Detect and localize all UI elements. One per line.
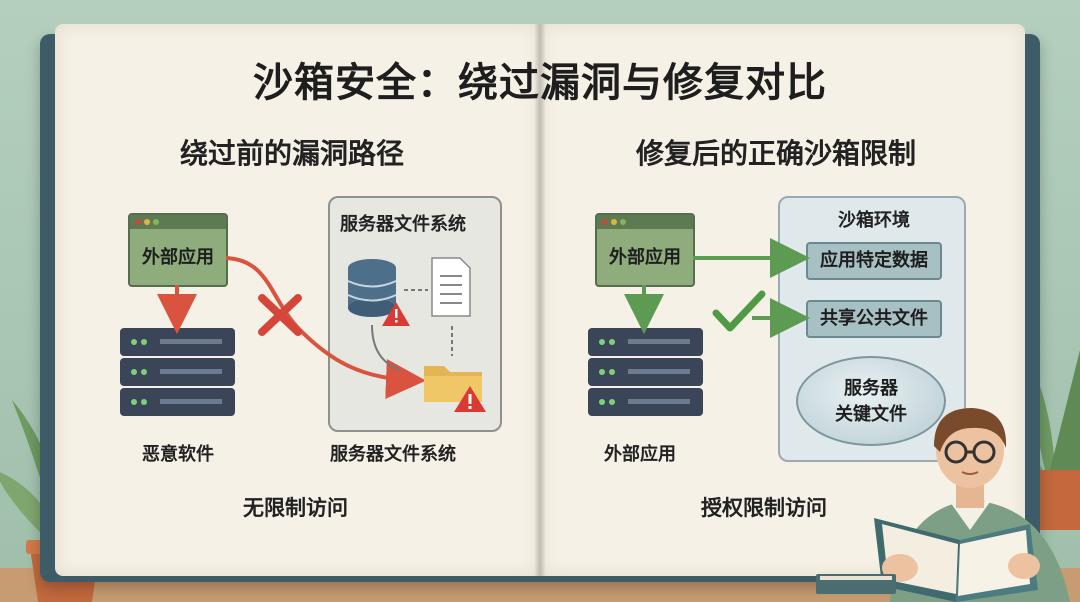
left-server-label: 恶意软件 xyxy=(142,444,214,465)
right-caption: 授权限制访问 xyxy=(701,496,827,520)
check-icon xyxy=(712,290,766,332)
app-specific-data-box: 应用特定数据 xyxy=(806,242,942,280)
right-app-label: 外部应用 xyxy=(609,247,681,268)
warning-icon xyxy=(454,386,486,412)
page-title: 沙箱安全：绕过漏洞与修复对比 xyxy=(253,60,827,106)
book-spine xyxy=(534,24,546,576)
right-server-label: 外部应用 xyxy=(604,444,676,465)
right-subtitle: 修复后的正确沙箱限制 xyxy=(636,137,917,170)
left-subtitle: 绕过前的漏洞路径 xyxy=(180,137,405,170)
ellipse-line1: 服务器 xyxy=(844,378,898,399)
sandbox-panel-title: 沙箱环境 xyxy=(838,210,910,231)
left-app-label: 外部应用 xyxy=(142,247,214,268)
database-icon xyxy=(347,259,397,317)
cross-icon xyxy=(258,294,302,336)
left-external-app-window: 外部应用 xyxy=(128,213,228,287)
left-panel-footer: 服务器文件系统 xyxy=(330,444,456,465)
right-server-icon xyxy=(588,328,703,416)
left-panel-title: 服务器文件系统 xyxy=(340,214,466,235)
left-caption: 无限制访问 xyxy=(243,496,348,520)
warning-icon xyxy=(382,302,410,326)
shared-public-files-box: 共享公共文件 xyxy=(806,300,942,338)
right-external-app-window: 外部应用 xyxy=(595,213,695,287)
left-server-icon xyxy=(120,328,235,416)
person-reading-icon xyxy=(874,408,1070,602)
server-critical-files-ellipse: 服务器 关键文件 xyxy=(796,356,946,446)
document-icon xyxy=(431,257,471,317)
ellipse-line2: 关键文件 xyxy=(835,404,907,425)
